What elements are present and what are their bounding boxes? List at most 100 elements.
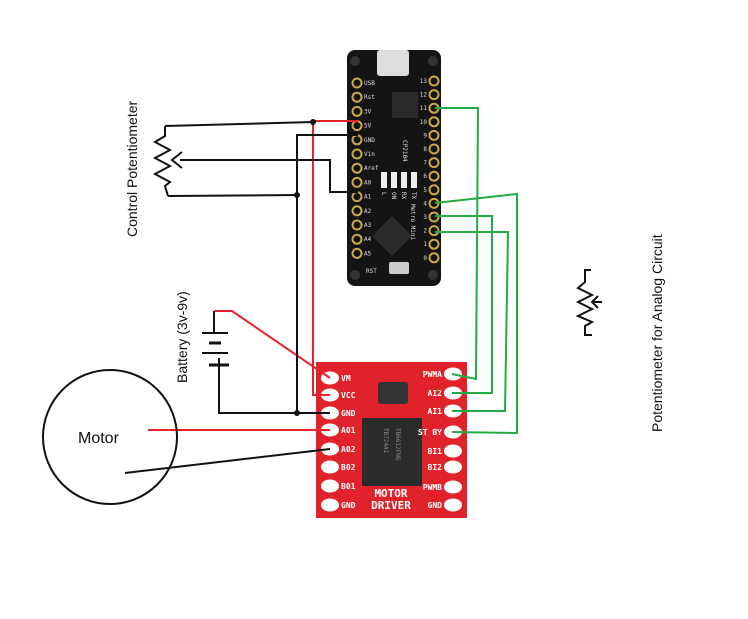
mcu-pin-label: A2 [364,208,372,215]
mcu-pin-label: Aref [364,165,379,172]
mcu-pin-right [428,225,440,237]
chip-text: CP2104 [401,140,408,162]
driver-pin-label: A02 [341,445,356,454]
wire-4-to-stby [434,192,518,435]
driver-pin-label: GND [428,501,443,510]
status-led [401,172,407,188]
wire-gnd [296,134,358,414]
wire-11-to-pwma [435,107,480,381]
junction-dot [294,192,300,198]
diode [378,382,408,404]
wire-3-to-ai2 [435,215,493,394]
mcu-pin-right [428,116,440,128]
mcu-pin-label: 12 [420,92,428,99]
motor-symbol [42,369,178,505]
led-label: ON [390,192,397,200]
mcu-pin-left [351,176,363,188]
driver-title-2: DRIVER [371,499,411,512]
wire-pot-top [164,121,314,127]
mcu-pin-right [428,157,440,169]
wiper-arrow-icon [170,151,183,169]
mcu-pin-label: 11 [420,105,428,112]
mcu-pin-label: A1 [364,194,372,201]
status-led [381,172,387,188]
mcu-pin-label: 2 [423,228,427,235]
wire-battery-gnd [218,365,297,414]
usb-connector [377,50,409,76]
driver-pin-label: GND [341,501,356,510]
mcu-pin-left [351,205,363,217]
mcu-pin-label: 7 [423,160,427,167]
mcu-pin-label: A5 [364,250,372,257]
reset-button[interactable] [389,262,409,274]
brand-text: Metro Mini [409,204,416,241]
mcu-pin-right [428,184,440,196]
battery-label: Battery (3v-9v) [174,291,190,383]
driver-pin-label: VCC [341,391,356,400]
mcu-pin-right [428,143,440,155]
led-label: RX [400,192,407,200]
motor-label: Motor [78,430,120,447]
mcu-pin-label: 5V [364,123,372,130]
mcu-pin-label: A0 [364,179,372,186]
driver-pin-right [444,480,462,494]
driver-pin-label: VM [341,374,351,383]
chip-line-2: TB724A1 [382,428,389,454]
junction-dot [294,410,300,416]
mcu-pin-right [428,238,440,250]
mcu-pin-left [351,105,363,117]
mcu-pin-label: 6 [423,173,427,180]
driver-pin-label: A01 [341,426,356,435]
mcu-pin-right [428,129,440,141]
mcu-pin-label: 0 [423,255,427,262]
driver-pin-right [444,498,462,512]
led-label: TX [410,192,417,200]
driver-pin-left [321,460,339,474]
driver-pin-left [321,498,339,512]
battery-symbol [202,311,229,367]
driver-title-1: MOTOR [374,487,407,500]
mcu-pin-left [351,219,363,231]
reset-label: RST [366,268,377,275]
mcu-pin-label: A4 [364,236,372,243]
mcu-pin-label: 9 [423,132,427,139]
mcu-pin-left [351,247,363,259]
mcu-pin-right [428,170,440,182]
status-led [411,172,417,188]
mcu-pin-label: Vin [364,151,375,158]
wiper-arrow-icon [590,295,599,309]
driver-pin-label: AI1 [428,407,443,416]
driver-pin-right [444,444,462,458]
mcu-pin-left [351,77,363,89]
led-label: L [380,192,387,196]
control-potentiometer-symbol [152,126,183,197]
status-led [391,172,397,188]
driver-pin-label: GND [341,409,356,418]
wire-pot-bottom [167,194,299,197]
mcu-pin-label: 13 [420,78,428,85]
control-pot-label: Control Potentiometer [124,100,140,237]
mcu-pin-label: 8 [423,146,427,153]
driver-pin-label: ST BY [418,428,442,437]
driver-pin-label: BI1 [428,447,443,456]
mcu-pin-right [428,252,440,264]
wire-5v-to-vcc [312,120,358,396]
mcu-pin-label: Rst [364,94,375,101]
junction-dot [310,119,316,125]
mcu-pin-label: 10 [420,119,428,126]
driver-pin-left [321,479,339,493]
wire-2-to-ai1 [435,231,510,412]
ground-wires [124,119,358,474]
mcu-pin-label: 4 [423,200,427,207]
driver-pin-label: B01 [341,482,356,491]
driver-pin-label: AI2 [428,389,443,398]
signal-wires [434,107,518,435]
mcu-pin-left [351,162,363,174]
driver-pin-label: BI2 [428,463,443,472]
mcu-chip [372,216,412,256]
mcu-pin-right [428,75,440,87]
mcu-pin-label: 3 [423,214,427,221]
mcu-pin-left [351,233,363,245]
